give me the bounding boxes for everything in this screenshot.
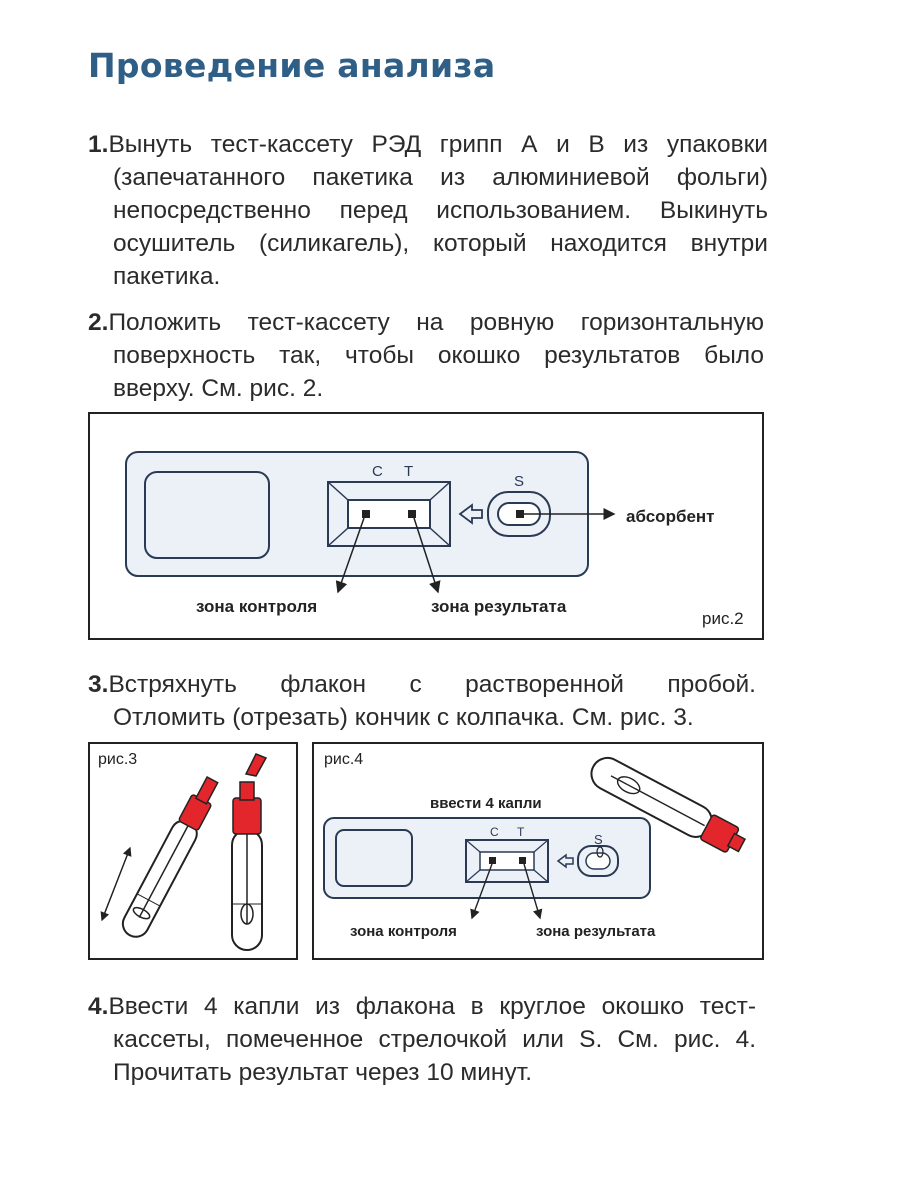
step-3: 3.Встряхнуть флакон с растворенной пробо… <box>88 668 756 734</box>
arrow-left-icon <box>556 853 574 869</box>
step-line: Отломить (отрезать) кончик с колпачка. С… <box>113 704 694 731</box>
drop-icon <box>596 846 604 858</box>
step-line: пакетика. <box>113 263 221 290</box>
figure-label: рис.4 <box>324 751 363 768</box>
result-zone-label: зона результата <box>431 597 567 616</box>
s-label: S <box>594 832 603 847</box>
step-4: 4.Ввести 4 капли из флакона в круглое ок… <box>88 990 756 1089</box>
step-line: 4.Ввести 4 капли из флакона в круглое ок… <box>88 993 756 1020</box>
sample-well-mark <box>516 510 524 518</box>
step-1: 1.Вынуть тест-кассету РЭД грипп А и В из… <box>88 128 768 293</box>
page-title: Проведение анализа <box>88 46 496 85</box>
sample-well <box>585 852 611 870</box>
result-window <box>479 851 535 871</box>
step-line: 2.Положить тест-кассету на ровную горизо… <box>88 309 764 336</box>
step-2: 2.Положить тест-кассету на ровную горизо… <box>88 306 764 405</box>
step-number: 1. <box>88 131 109 158</box>
step-number: 4. <box>88 993 109 1020</box>
step-number: 3. <box>88 671 109 698</box>
figure-2-drawing: C T S абсорбент зона контроля зона резул… <box>125 451 744 628</box>
dropping-vial <box>590 756 747 853</box>
step-line: кассеты, помеченное стрелочкой или S. См… <box>113 1026 756 1053</box>
step-line: (запечатанного пакетика из алюминиевой ф… <box>113 164 768 191</box>
c-label: C <box>490 825 499 839</box>
control-line-mark <box>489 857 496 864</box>
t-label: T <box>404 463 413 480</box>
control-zone-label: зона контроля <box>196 597 317 616</box>
instruction-label: ввести 4 капли <box>430 795 542 812</box>
figure-4: рис.4 ввести 4 капли C T S зона контроля… <box>312 742 764 960</box>
vial-tip <box>194 775 219 805</box>
tilted-vial <box>121 775 219 938</box>
t-label: T <box>517 825 525 839</box>
result-window <box>347 499 431 529</box>
figure-3-drawing: рис.3 <box>98 751 268 951</box>
figure-label: рис.2 <box>702 609 744 628</box>
shake-arrow-down <box>100 847 131 922</box>
step-line: вверху. См. рис. 2. <box>113 375 324 402</box>
arrow-left-icon <box>458 503 483 525</box>
cassette-grip-area <box>144 471 270 559</box>
result-line-mark <box>408 510 416 518</box>
step-number: 2. <box>88 309 109 336</box>
step-line: 3.Встряхнуть флакон с растворенной пробо… <box>88 671 756 698</box>
figure-4-drawing: рис.4 ввести 4 капли C T S зона контроля… <box>323 751 747 940</box>
absorbent-label: абсорбент <box>626 507 715 526</box>
control-line-mark <box>362 510 370 518</box>
control-zone-label: зона контроля <box>350 923 457 940</box>
vial-cap <box>232 797 262 835</box>
figure-2: C T S абсорбент зона контроля зона резул… <box>88 412 764 640</box>
c-label: C <box>372 463 383 480</box>
step-line: Прочитать результат через 10 минут. <box>113 1059 533 1086</box>
step-line: осушитель (силикагель), который находитс… <box>113 230 768 257</box>
step-line: поверхность так, чтобы окошко результато… <box>113 342 764 369</box>
step-line: 1.Вынуть тест-кассету РЭД грипп А и В из… <box>88 131 768 158</box>
upright-vial <box>231 753 268 951</box>
broken-tip <box>244 753 268 777</box>
cassette-grip-area <box>335 829 413 887</box>
figure-3: рис.3 <box>88 742 298 960</box>
step-line: непосредственно перед использованием. Вы… <box>113 197 768 224</box>
result-zone-label: зона результата <box>536 923 656 940</box>
figure-label: рис.3 <box>98 751 137 768</box>
result-line-mark <box>519 857 526 864</box>
s-label: S <box>514 473 524 490</box>
